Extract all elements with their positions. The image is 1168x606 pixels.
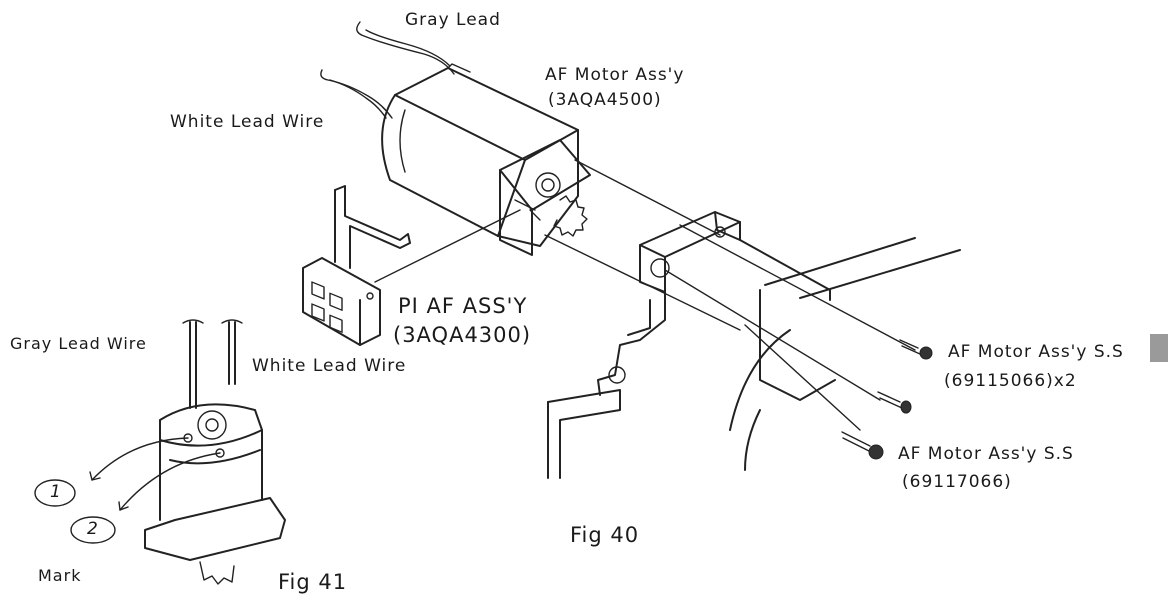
motor-bracket bbox=[544, 159, 961, 479]
fig41-white-lead-wire-label: White Lead Wire bbox=[252, 356, 407, 376]
motor-ss-1-label: AF Motor Ass'y S.S bbox=[948, 342, 1124, 362]
fig41-motor bbox=[34, 319, 286, 585]
marker-2-ellipse bbox=[70, 516, 116, 544]
motor-ss-2-part-label: (69117066) bbox=[902, 472, 1012, 492]
marker-2-label: 2 bbox=[87, 519, 99, 539]
motor-ss-1-part-label: (69115066)x2 bbox=[944, 371, 1077, 391]
mark-label: Mark bbox=[38, 566, 82, 585]
fig41-caption: Fig 41 bbox=[278, 570, 348, 594]
marker-1-label: 1 bbox=[50, 482, 62, 502]
edge-tab bbox=[1150, 334, 1168, 362]
fig41-gray-lead-wire-label: Gray Lead Wire bbox=[10, 334, 147, 353]
af-motor-assy-part-label: (3AQA4500) bbox=[548, 90, 662, 110]
screws bbox=[841, 339, 933, 460]
motor-ss-2-label: AF Motor Ass'y S.S bbox=[898, 444, 1074, 464]
pi-af-board bbox=[302, 185, 521, 346]
fig40-caption: Fig 40 bbox=[570, 523, 640, 547]
pi-af-assy-part-label: (3AQA4300) bbox=[393, 323, 532, 347]
marker-1-ellipse bbox=[34, 479, 76, 507]
af-motor-body bbox=[320, 21, 591, 256]
pi-af-assy-label: PI AF ASS'Y bbox=[398, 294, 528, 318]
white-lead-wire-label: White Lead Wire bbox=[170, 112, 325, 132]
af-motor-assy-label: AF Motor Ass'y bbox=[545, 65, 685, 85]
gray-lead-label: Gray Lead bbox=[405, 10, 501, 30]
